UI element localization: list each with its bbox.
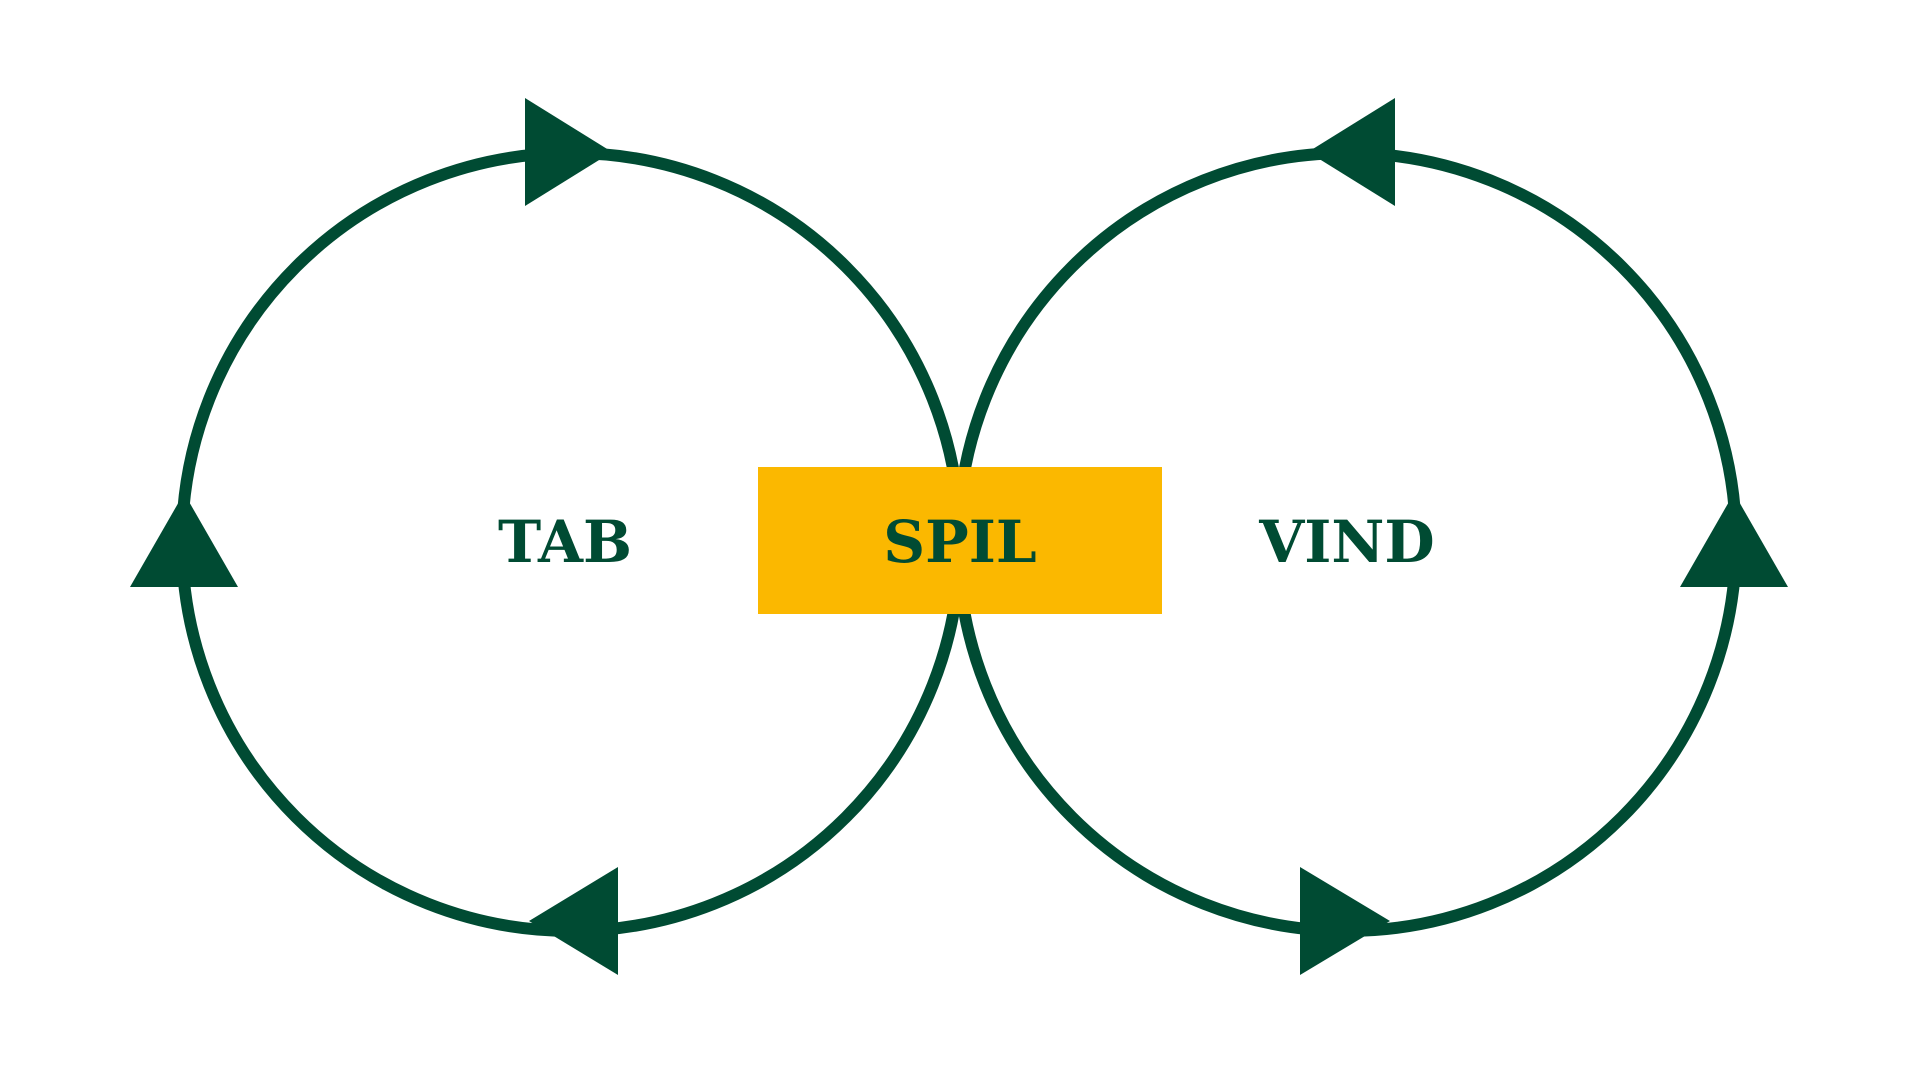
arrow-right-icon (525, 98, 612, 206)
left-label: TAB (498, 508, 632, 576)
center-box (758, 467, 1162, 614)
arrow-up-icon (130, 493, 238, 587)
arrow-left-icon (529, 867, 618, 975)
arrow-up-icon (1680, 493, 1788, 587)
center-label: SPIL (883, 508, 1036, 576)
arrow-right-icon (1300, 867, 1390, 975)
arrow-left-icon (1308, 98, 1395, 206)
right-label: VIND (1258, 508, 1434, 576)
